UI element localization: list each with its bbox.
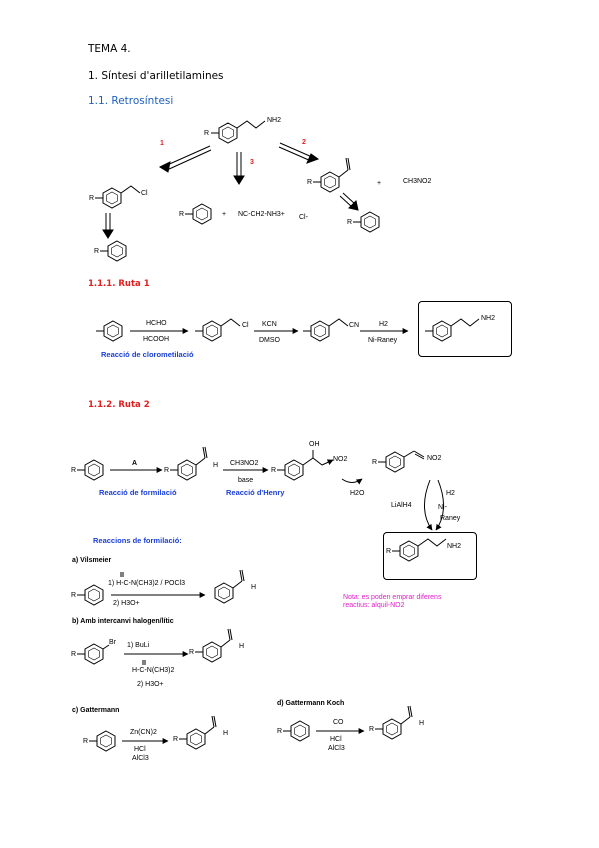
gk-co: CO (333, 719, 344, 726)
ruta1-hcho: HCHO (146, 320, 167, 327)
ruta1-hcooh: HCOOH (143, 336, 170, 343)
route-1-label: 1 (160, 140, 164, 147)
ruta2-r3: R (271, 467, 277, 474)
halogen-r: R (71, 651, 77, 658)
halogen-step2: 2) H3O+ (137, 681, 164, 688)
retro-r-benzene-2: R (347, 219, 353, 226)
gattermann-top: Zn(CN)2 (130, 729, 157, 736)
gattermann-r-product: R (173, 736, 179, 743)
retro-chloride: Cl- (299, 214, 308, 221)
ruta2-reagent-a: A (132, 460, 138, 467)
ruta2-r4: R (372, 459, 378, 466)
retro-nitrile-salt: NC-CH2-NH3+ (238, 211, 285, 218)
gk-alcl3: AlCl3 (328, 745, 345, 752)
vilsmeier-label: a) Vilsmeier (72, 557, 112, 564)
ruta1-product-box (418, 301, 512, 357)
ruta2-no2: NO2 (427, 455, 442, 462)
gattermann-alcl3: AlCl3 (132, 755, 149, 762)
ruta1-h2: H2 (379, 321, 388, 328)
ruta2-r1: R (71, 467, 77, 474)
vilsmeier-r: R (71, 592, 77, 599)
gattermann-label: c) Gattermann (72, 707, 120, 714)
ruta2-nh2: NH2 (447, 543, 462, 550)
topic-title: TEMA 4. (88, 43, 131, 55)
ruta2-h2: H2 (446, 490, 455, 497)
ruta2-r5: R (386, 548, 392, 555)
gattermann-r: R (83, 738, 89, 745)
ruta2-water: H2O (350, 490, 365, 497)
retro-arrow-2 (278, 142, 320, 164)
retro-nitromethane: CH3NO2 (403, 178, 432, 185)
ruta2-caption-henry: Reacció d'Henry (226, 488, 285, 497)
retro-r-benzene: R (94, 248, 100, 255)
retro-plus-1: + (222, 211, 227, 218)
route-2-label: 2 (302, 139, 306, 146)
ruta2-lialh4: LiAlH4 (391, 502, 412, 509)
reagent-note: Nota: es poden emprar diferens reactius:… (343, 594, 442, 610)
benzene-ring-target (218, 122, 238, 144)
formylation-heading: Reaccions de formilació: (93, 536, 182, 545)
ruta1-nh2: NH2 (481, 315, 496, 322)
retro-r-aldehyde: R (307, 179, 313, 186)
retro-arrow-1 (158, 145, 212, 173)
retro-r: R (204, 130, 210, 137)
ruta2-raney: Raney (440, 515, 461, 522)
halogen-r-product: R (189, 649, 195, 656)
ruta1-caption: Reacció de clorometilació (101, 350, 194, 359)
ruta1-dmso: DMSO (259, 337, 280, 344)
gk-h: H (419, 720, 425, 727)
halogen-h: H (239, 643, 245, 650)
ruta2-r2: R (164, 467, 170, 474)
halogen-step1: 1) BuLi (127, 642, 150, 649)
ruta1-title: 1.1.1. Ruta 1 (88, 279, 150, 289)
halogen-step-reagent: H-C-N(CH3)2 (132, 667, 175, 674)
ruta1-kcn: KCN (262, 321, 277, 328)
retro-r-benzyl: R (89, 195, 95, 202)
gk-hcl: HCl (330, 736, 342, 743)
ruta2-caption-formylation: Reacció de formilació (99, 488, 177, 497)
gattermann-hcl: HCl (134, 746, 146, 753)
ruta2-nitromethane: CH3NO2 (230, 460, 259, 467)
ruta1-cn: CN (349, 322, 360, 329)
subsection-title: 1.1. Retrosíntesi (88, 95, 174, 107)
retro-plus-2: + (377, 180, 382, 187)
ruta2-oh: OH (309, 441, 320, 448)
gattermann-h: H (223, 730, 229, 737)
ruta2-no2-henry: NO2 (333, 456, 348, 463)
ruta2-base: base (238, 477, 254, 484)
ruta2-product-box (383, 532, 477, 580)
section-title: 1. Síntesi d'arilletilamines (88, 70, 224, 82)
gattermann-koch-label: d) Gattermann Koch (277, 700, 345, 707)
vilsmeier-step1: 1) H-C-N(CH3)2 / POCl3 (108, 580, 186, 587)
gk-r: R (277, 728, 283, 735)
retro-r-route3: R (179, 211, 185, 218)
halogen-br: Br (109, 639, 116, 646)
vilsmeier-h: H (251, 584, 257, 591)
ruta2-h: H (213, 462, 219, 469)
gk-r-product: R (369, 726, 375, 733)
ethyl-chain (236, 120, 266, 129)
ruta2-title: 1.1.2. Ruta 2 (88, 400, 150, 410)
halogen-lithium-label: b) Amb intercanvi halogen/lític (72, 618, 174, 625)
vilsmeier-step2: 2) H3O+ (113, 600, 140, 607)
ruta2-ni: Ni- (438, 504, 447, 511)
retro-cl: Cl (141, 190, 148, 197)
retro-nh2: NH2 (267, 117, 282, 124)
ruta1-catalyst: Ni-Raney (368, 337, 398, 344)
route-3-label: 3 (250, 159, 254, 166)
retro-arrow-3 (233, 152, 245, 185)
ruta1-cl: Cl (242, 322, 249, 329)
